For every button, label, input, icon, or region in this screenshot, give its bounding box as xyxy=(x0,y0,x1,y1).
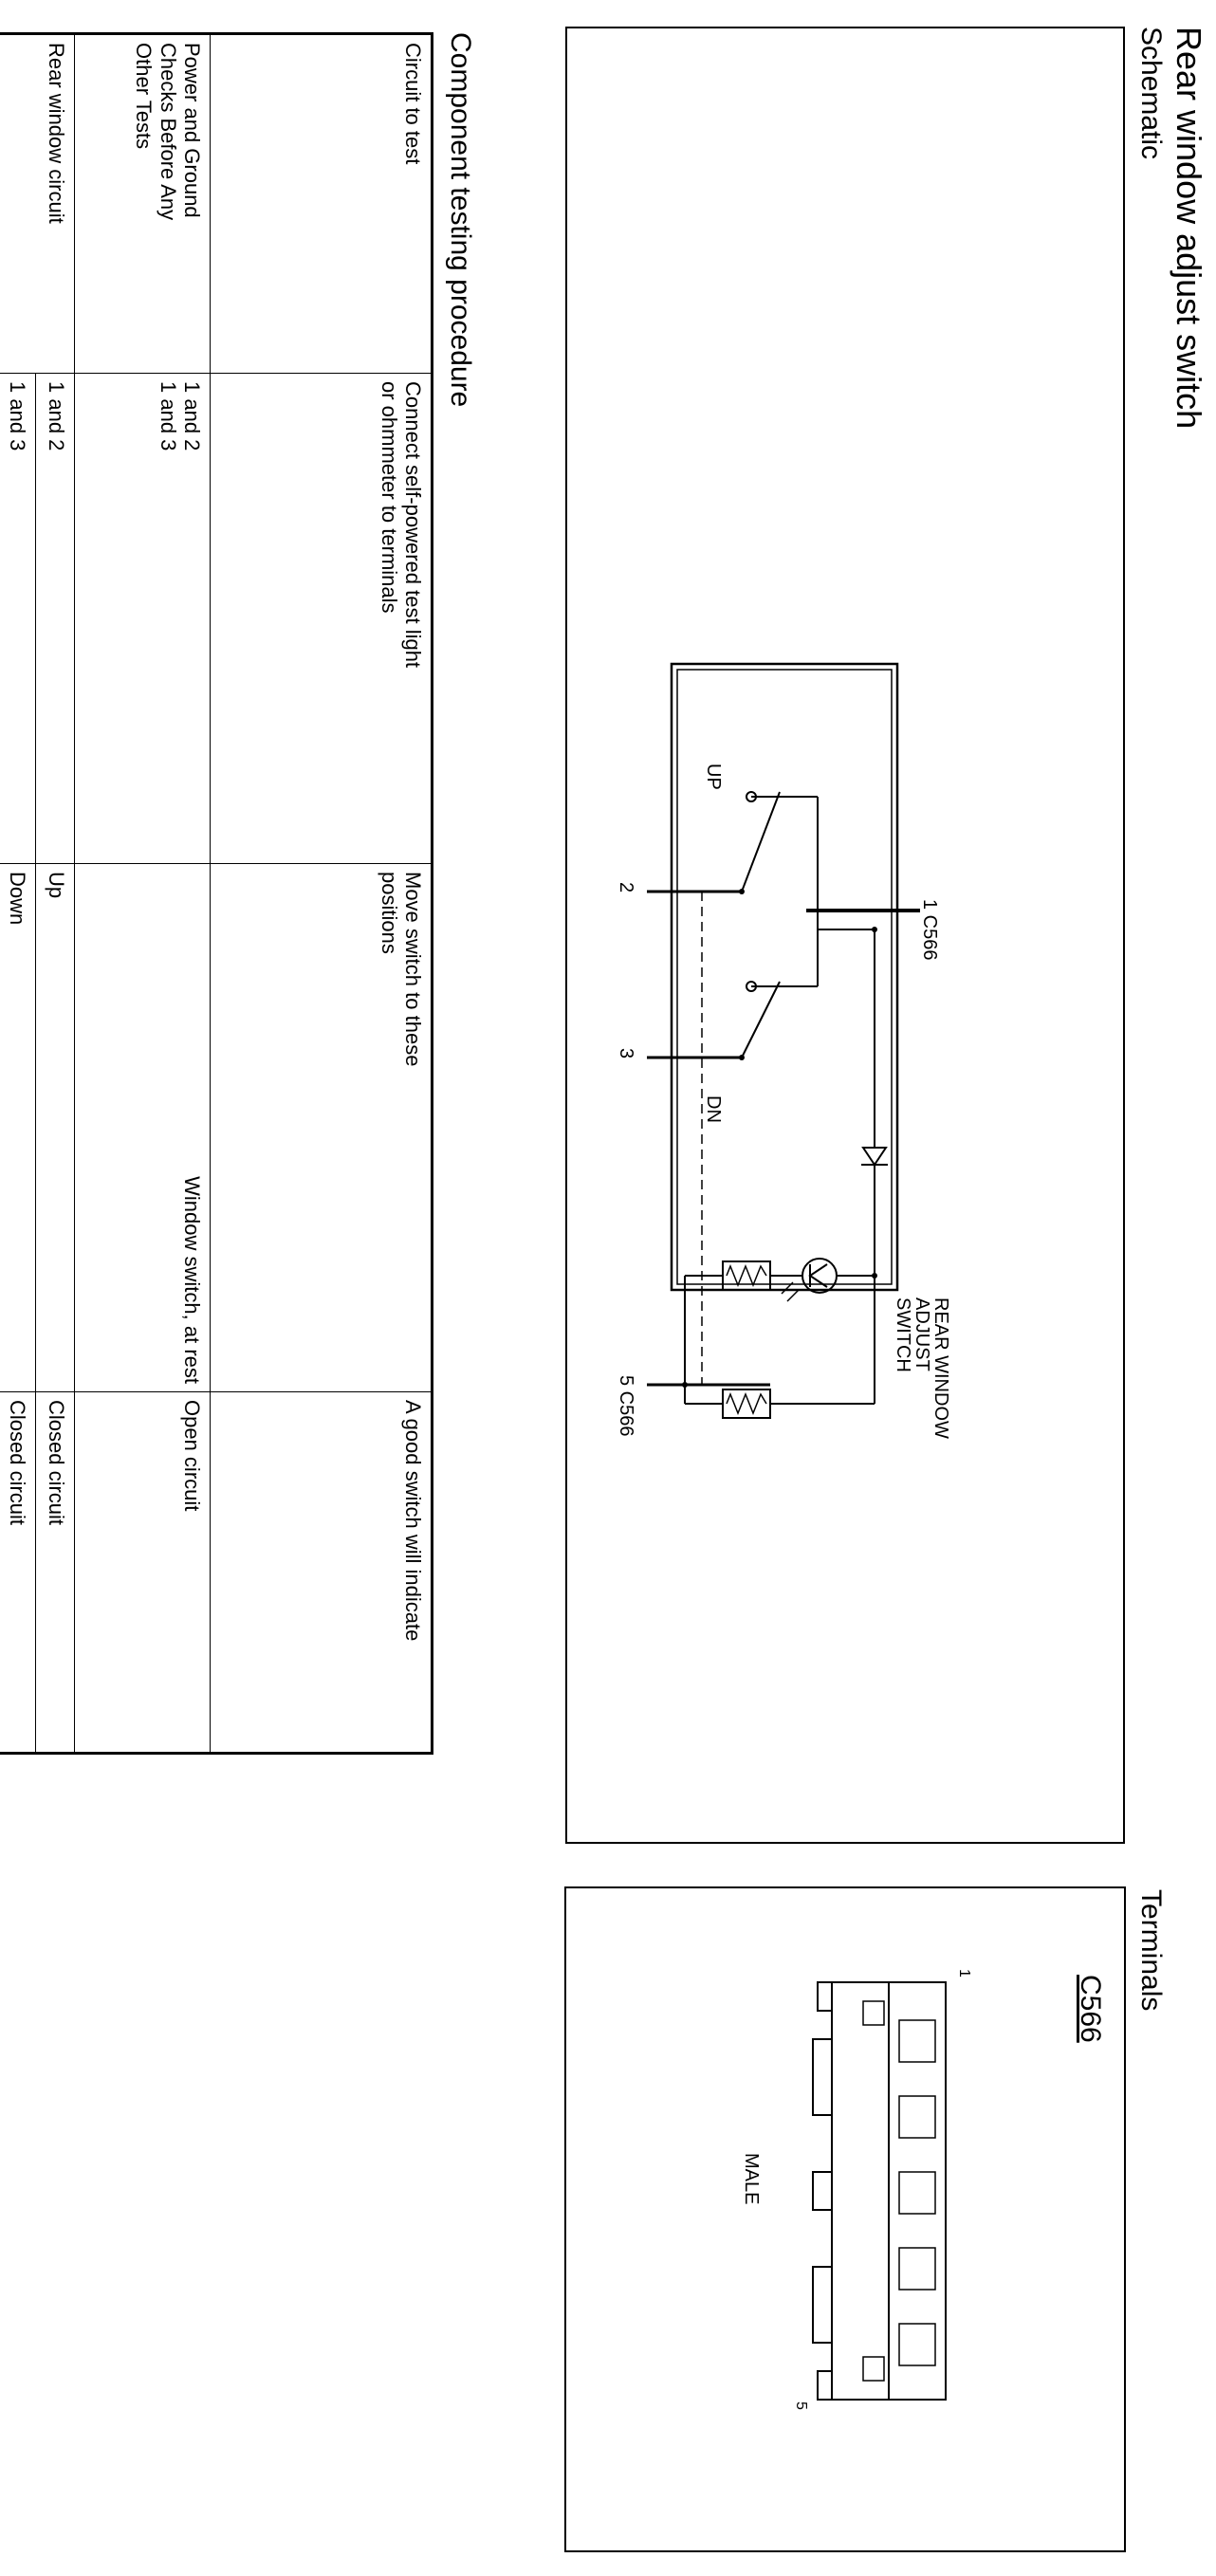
switch-enclosure-outer xyxy=(670,662,899,1292)
connector-pin-first: 1 xyxy=(956,1969,972,1978)
pin-2-label: 2 xyxy=(616,882,636,893)
switch-enclosure-inner xyxy=(676,669,893,1285)
row-circuit: Rear window circuit xyxy=(0,33,75,374)
connector-id: C566 xyxy=(1075,1975,1106,2043)
terminals-frame xyxy=(564,1886,1126,2552)
row-terminals: 1 and 2 xyxy=(35,373,75,864)
table-row: Rear window circuit 1 and 2 Up Closed ci… xyxy=(0,33,75,1754)
dn-switch-contact xyxy=(746,981,757,992)
row-terminals: 1 and 2 1 and 3 xyxy=(74,373,211,864)
dn-label: DN xyxy=(703,1095,724,1123)
header-terminals: Connect self-powered test light or ohmme… xyxy=(210,373,433,864)
row-circuit: Power and Ground Checks Before Any Other… xyxy=(74,33,211,374)
connector-c566-drawing xyxy=(812,1981,947,2401)
up-switch-blade xyxy=(741,791,781,892)
pin-5-label: 5 C566 xyxy=(616,1375,636,1437)
component-label: REAR WINDOW ADJUST SWITCH xyxy=(893,1297,951,1439)
pin-3-label: 3 xyxy=(616,1048,636,1059)
connector-gender: MALE xyxy=(741,2153,762,2205)
table-row: Power and Ground Checks Before Any Other… xyxy=(74,33,211,1754)
indicator-lamp-icon xyxy=(801,1258,838,1294)
connector-pin-last: 5 xyxy=(793,2401,809,2410)
header-positions: Move switch to these positions xyxy=(210,863,433,1392)
up-label: UP xyxy=(703,764,724,790)
up-switch-contact xyxy=(746,791,757,802)
row-position: Down xyxy=(0,863,36,1392)
header-result: A good switch will indicate xyxy=(210,1391,433,1754)
row-result: Open circuit xyxy=(74,1391,211,1754)
dn-switch-blade xyxy=(741,981,781,1058)
row-terminals: 1 and 3 xyxy=(0,373,36,864)
row-result: Closed circuit xyxy=(35,1391,75,1754)
pin-1-label: 1 C566 xyxy=(919,899,940,961)
row-position: Up xyxy=(35,863,75,1392)
header-circuit: Circuit to test xyxy=(210,33,433,374)
table-header-row: Circuit to test Connect self-powered tes… xyxy=(210,33,433,1754)
row-position: Window switch, at rest xyxy=(74,863,211,1392)
row-result: Closed circuit xyxy=(0,1391,36,1754)
procedure-table: Circuit to test Connect self-powered tes… xyxy=(0,32,433,1755)
diode-symbol xyxy=(861,1147,888,1167)
